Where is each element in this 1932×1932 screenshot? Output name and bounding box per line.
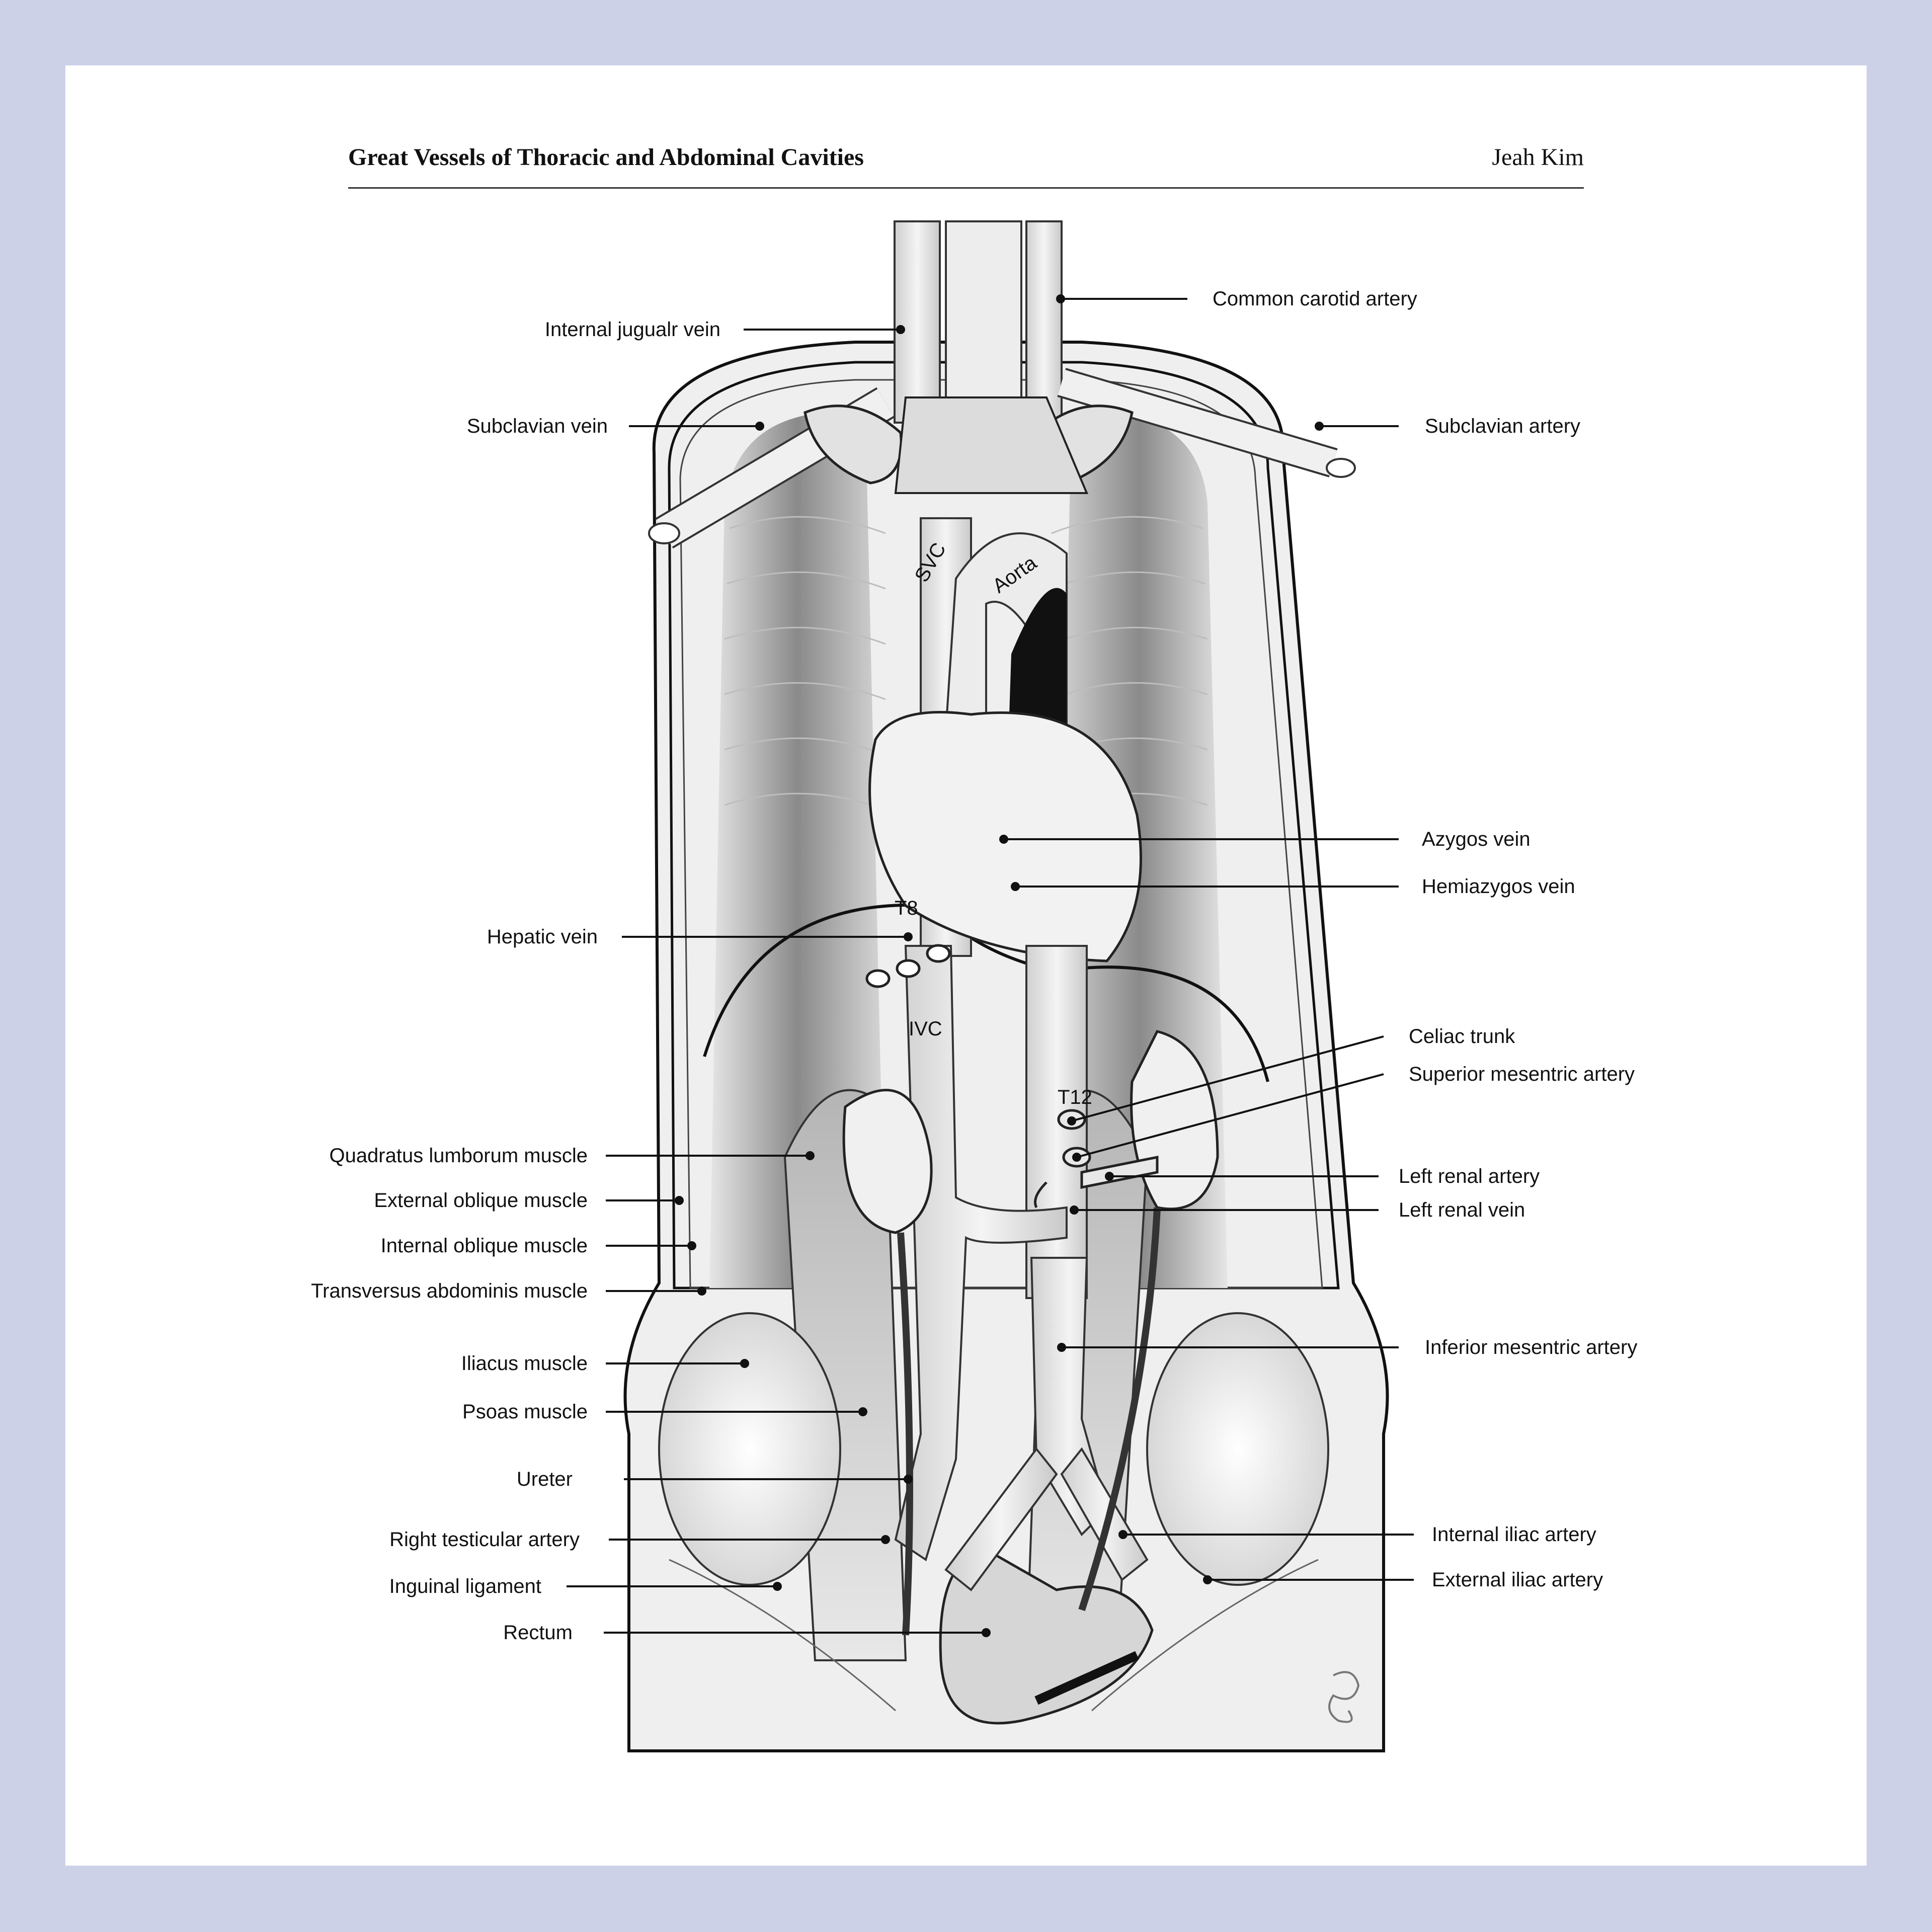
label-internal-oblique-muscle: Internal oblique muscle <box>380 1235 588 1257</box>
inferior-vena-cava <box>894 945 1068 1562</box>
label-common-carotid-artery: Common carotid artery <box>1213 288 1417 310</box>
leader-lines <box>567 294 1414 1637</box>
label-hemiazygos-vein: Hemiazygos vein <box>1422 875 1575 898</box>
label-superior-mesentric-artery: Superior mesentric artery <box>1409 1063 1635 1085</box>
figure-author: Jeah Kim <box>1492 144 1584 171</box>
label-rectum: Rectum <box>503 1622 573 1644</box>
label-internal-jugular-vein: Internal jugualr vein <box>544 318 720 341</box>
label-internal-iliac-artery: Internal iliac artery <box>1432 1523 1596 1546</box>
label-hepatic-vein: Hepatic vein <box>487 926 598 948</box>
ivc-label: IVC <box>909 1018 942 1040</box>
label-inferior-mesentric-artery: Inferior mesentric artery <box>1425 1336 1638 1358</box>
label-quadratus-lumborum-muscle: Quadratus lumborum muscle <box>329 1145 588 1167</box>
iliac-arteries <box>944 1447 1149 1591</box>
figure-title: Great Vessels of Thoracic and Abdominal … <box>348 144 864 171</box>
label-left-renal-artery: Left renal artery <box>1399 1165 1540 1187</box>
label-ureter: Ureter <box>516 1468 573 1490</box>
header-rule <box>348 187 1584 189</box>
label-azygos-vein: Azygos vein <box>1422 828 1531 850</box>
diaphragm <box>703 903 1269 1082</box>
hepatic-veins <box>865 944 951 988</box>
iliac-bowls <box>658 1312 1329 1586</box>
artist-signature <box>1328 1671 1360 1723</box>
label-external-oblique-muscle: External oblique muscle <box>374 1189 588 1212</box>
label-psoas-muscle: Psoas muscle <box>462 1401 588 1423</box>
label-subclavian-vein: Subclavian vein <box>466 415 608 437</box>
label-left-renal-vein: Left renal vein <box>1399 1199 1525 1221</box>
inguinal-ligaments <box>669 1559 1319 1712</box>
neck-vessels <box>894 220 1063 424</box>
label-external-iliac-artery: External iliac artery <box>1432 1569 1603 1591</box>
label-right-testicular-artery: Right testicular artery <box>389 1528 580 1551</box>
sternum <box>894 396 1089 494</box>
label-transversus-abdominis-muscle: Transversus abdominis muscle <box>311 1280 588 1302</box>
rectum-lumen <box>1034 1651 1139 1705</box>
ureters <box>897 1207 1161 1636</box>
label-iliacus-muscle: Iliacus muscle <box>461 1352 588 1375</box>
rectum <box>939 1548 1154 1725</box>
label-celiac-trunk: Celiac trunk <box>1409 1025 1515 1048</box>
label-subclavian-artery: Subclavian artery <box>1425 415 1581 437</box>
label-inguinal-ligament: Inguinal ligament <box>389 1575 541 1597</box>
t12-label: T12 <box>1058 1086 1092 1108</box>
t8-label: T8 <box>895 897 918 919</box>
